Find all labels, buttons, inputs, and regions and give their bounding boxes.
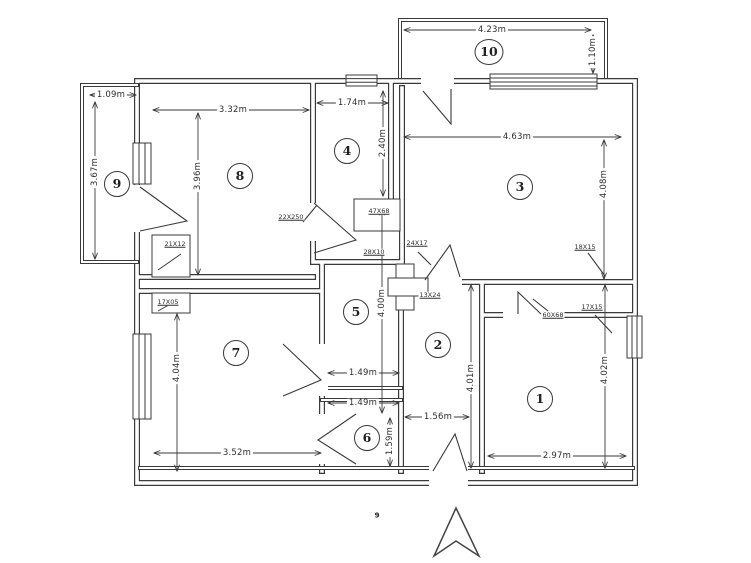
shaft-size-label: 24X17 [405, 238, 429, 247]
dimension-label: 3.96m [192, 159, 203, 193]
dimension-label: 1.59m [384, 424, 395, 458]
north-arrow-icon [432, 506, 481, 559]
dimension-label: 2.40m [377, 126, 388, 160]
room-number-badge: 8 [227, 163, 253, 189]
room-number-badge: 6 [354, 425, 380, 451]
window-hatches [132, 73, 643, 420]
dimension-label: 1.49m [346, 397, 380, 408]
shaft-size-label: 28X10 [362, 247, 386, 256]
dimension-label: 1.56m [421, 411, 455, 422]
shaft-size-label: 17X05 [156, 297, 180, 306]
dimension-label: 1.10m [587, 35, 598, 69]
wall-lines [80, 18, 638, 489]
page-mark: 9 [374, 511, 380, 520]
room-number-badge: 5 [343, 299, 369, 325]
room-number-badge: 7 [223, 340, 249, 366]
dimension-label: 4.02m [599, 353, 610, 387]
room-number-badge: 2 [425, 332, 451, 358]
shaft-size-label: 21X12 [163, 239, 187, 248]
dimension-label: 4.00m [376, 286, 387, 320]
dimension-label: 3.67m [89, 155, 100, 189]
dimension-label: 4.04m [171, 351, 182, 385]
dimension-label: 4.01m [465, 361, 476, 395]
room-number-badge: 9 [104, 171, 130, 197]
dimension-label: 1.74m [335, 97, 369, 108]
shaft-size-label: 60X68 [541, 310, 565, 319]
dimension-label: 3.52m [220, 447, 254, 458]
dimension-label: 4.63m [500, 131, 534, 142]
shaft-size-label: 47X68 [367, 206, 391, 215]
shaft-size-label: 18X15 [573, 242, 597, 251]
dimension-label: 2.97m [540, 450, 574, 461]
room-number-badge: 1 [527, 386, 553, 412]
dimension-label: 1.49m [346, 367, 380, 378]
dimension-label: 4.08m [598, 167, 609, 201]
room-number-badge: 4 [334, 138, 360, 164]
room-number-badge: 3 [507, 174, 533, 200]
dimension-label: 1.09m [94, 89, 128, 100]
shaft-size-label: 13X24 [418, 290, 442, 299]
shaft-size-label: 17X15 [580, 302, 604, 311]
dimension-label: 4.23m [475, 24, 509, 35]
room-number-badge: 10 [474, 39, 504, 65]
dimension-label: 3.32m [216, 104, 250, 115]
shaft-size-label: 22X250 [277, 212, 305, 221]
